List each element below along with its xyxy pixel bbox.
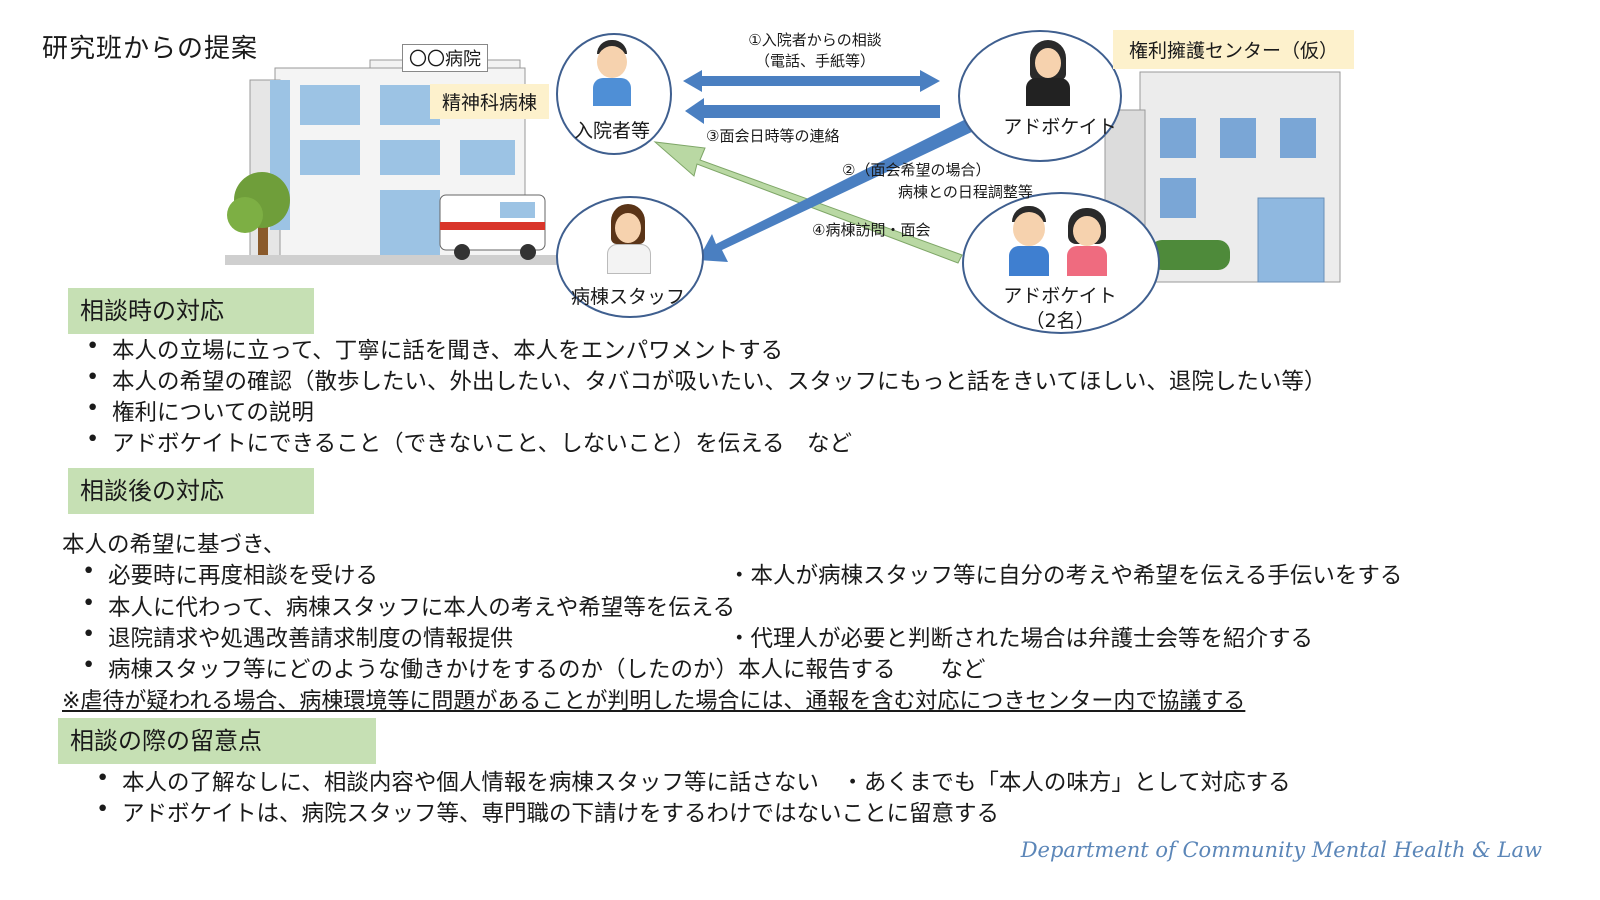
advocates-two-avatars	[1006, 206, 1116, 280]
page-title: 研究班からの提案	[42, 34, 259, 64]
s1-item-3: 権利についての説明	[86, 395, 314, 427]
section-1-heading: 相談時の対応	[68, 288, 314, 334]
staff-label: 病棟スタッフ	[570, 286, 685, 308]
s2-right-item-1: ・本人が病棟スタッフ等に自分の考えや希望を伝える手伝いをする	[728, 563, 1403, 589]
s3-item-2: アドボケイトは、病院スタッフ等、専門職の下請けをするわけではないことに留意する	[96, 796, 999, 828]
s3-item-1: 本人の了解なしに、相談内容や個人情報を病棟スタッフ等に話さない ・あくまでも「本…	[96, 765, 1291, 797]
flow-arrows	[653, 70, 976, 264]
section-3-heading: 相談の際の留意点	[58, 718, 376, 764]
flow-2-label-1: ②（面会希望の場合）	[842, 161, 991, 179]
hospital-sign: 〇〇病院	[402, 44, 488, 72]
footer-department: Department of Community Mental Health & …	[1020, 838, 1542, 862]
advocate-label: アドボケイト	[1003, 116, 1117, 138]
s1-item-4: アドボケイトにできること（できないこと、しないこと）を伝える など	[86, 426, 852, 458]
flow-2-label-2: 病棟との日程調整等	[898, 183, 1033, 201]
flow-4-label: ④病棟訪問・面会	[812, 221, 931, 239]
flow-1-label-2: （電話、手紙等）	[754, 52, 875, 70]
advocates-two-label-1: アドボケイト	[1003, 285, 1117, 307]
advocate-avatar	[1018, 40, 1078, 108]
patient-avatar	[582, 40, 642, 108]
s2-item-2: 本人に代わって、病棟スタッフに本人の考えや希望等を伝える	[82, 590, 735, 622]
s2-item-4: 病棟スタッフ等にどのような働きかけをするのか（したのか）本人に報告する など	[82, 652, 986, 684]
patient-label: 入院者等	[573, 120, 650, 142]
flow-1-label-1: ①入院者からの相談	[748, 31, 882, 49]
s2-intro: 本人の希望に基づき、	[62, 532, 286, 558]
s2-right-item-2: ・代理人が必要と判断された場合は弁護士会等を紹介する	[728, 626, 1314, 652]
ward-tag: 精神科病棟	[430, 84, 550, 119]
section-2-heading: 相談後の対応	[68, 468, 314, 514]
center-building-illustration	[1104, 71, 1341, 283]
center-tag: 権利擁護センター（仮）	[1113, 30, 1355, 69]
s2-note: ※虐待が疑われる場合、病棟環境等に問題があることが判明した場合には、通報を含む対…	[62, 689, 1246, 714]
s1-item-1: 本人の立場に立って、丁寧に話を聞き、本人をエンパワメントする	[86, 333, 783, 365]
advocates-two-label-2: （2名）	[1025, 310, 1095, 332]
s1-item-2: 本人の希望の確認（散歩したい、外出したい、タバコが吸いたい、スタッフにもっと話を…	[86, 364, 1326, 396]
advocates-two-node	[962, 192, 1160, 334]
s2-item-1: 必要時に再度相談を受ける	[82, 558, 378, 590]
flow-3-label: ③面会日時等の連絡	[706, 127, 840, 145]
s2-item-3: 退院請求や処遇改善請求制度の情報提供	[82, 621, 513, 653]
staff-avatar	[598, 204, 658, 274]
